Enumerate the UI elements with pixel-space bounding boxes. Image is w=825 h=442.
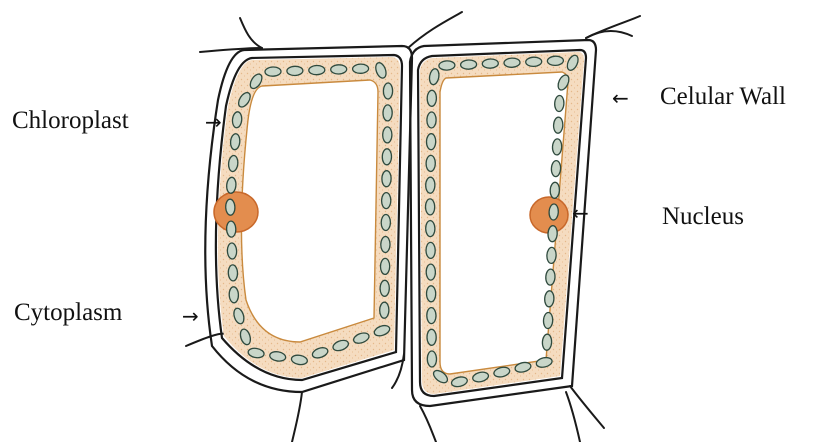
chloroplast [426,155,435,171]
chloroplast [552,139,562,155]
chloroplast [427,90,436,106]
chloroplast [547,247,557,263]
chloroplast [225,199,235,215]
chloroplast [381,214,390,230]
chloroplast [426,177,435,193]
chloroplast [551,160,561,176]
chloroplast [549,204,559,220]
chloroplast [545,269,555,285]
chloroplast [265,67,281,77]
chloroplast [383,83,392,99]
arrow-chloroplast: → [205,112,222,132]
chloroplast [382,171,391,187]
label-chloroplast: Chloroplast [12,108,129,133]
chloroplast [228,265,238,281]
chloroplast [229,287,239,303]
chloroplast [548,225,558,241]
chloroplast [287,66,303,76]
chloroplast [380,280,389,296]
chloroplast [426,242,435,258]
chloroplast [544,291,554,307]
chloroplast [426,221,435,237]
chloroplast [426,286,435,302]
chloroplast [526,57,542,67]
chloroplast [427,112,436,128]
chloroplast [482,59,498,69]
chloroplast [380,258,389,274]
chloroplast [553,117,563,133]
chloroplast [352,64,368,74]
chloroplast [427,329,436,345]
chloroplast [439,61,455,71]
chloroplast [504,58,520,68]
chloroplast [542,334,552,350]
chloroplast [426,264,435,280]
chloroplast [381,193,390,209]
chloroplast [382,149,391,165]
label-cytoplasm: Cytoplasm [14,300,122,325]
chloroplast [309,65,325,75]
chloroplast [460,60,476,70]
label-cell-wall: Celular Wall [660,84,786,109]
chloroplast [425,199,434,215]
chloroplast [383,105,392,121]
label-nucleus: Nucleus [662,204,744,229]
chloroplast [547,56,563,66]
arrow-nucleus: ← [572,203,589,223]
chloroplast [227,243,237,259]
chloroplast [331,65,347,75]
chloroplast [426,134,435,150]
chloroplast [380,302,389,318]
chloroplast [550,182,560,198]
chloroplast [381,236,390,252]
arrow-cell-wall: ← [612,88,629,108]
chloroplast [427,308,436,324]
chloroplast [427,351,436,367]
chloroplast [543,312,553,328]
chloroplast [226,221,236,237]
arrow-cytoplasm: → [182,306,199,326]
chloroplast [383,127,392,143]
chloroplast [554,95,564,111]
